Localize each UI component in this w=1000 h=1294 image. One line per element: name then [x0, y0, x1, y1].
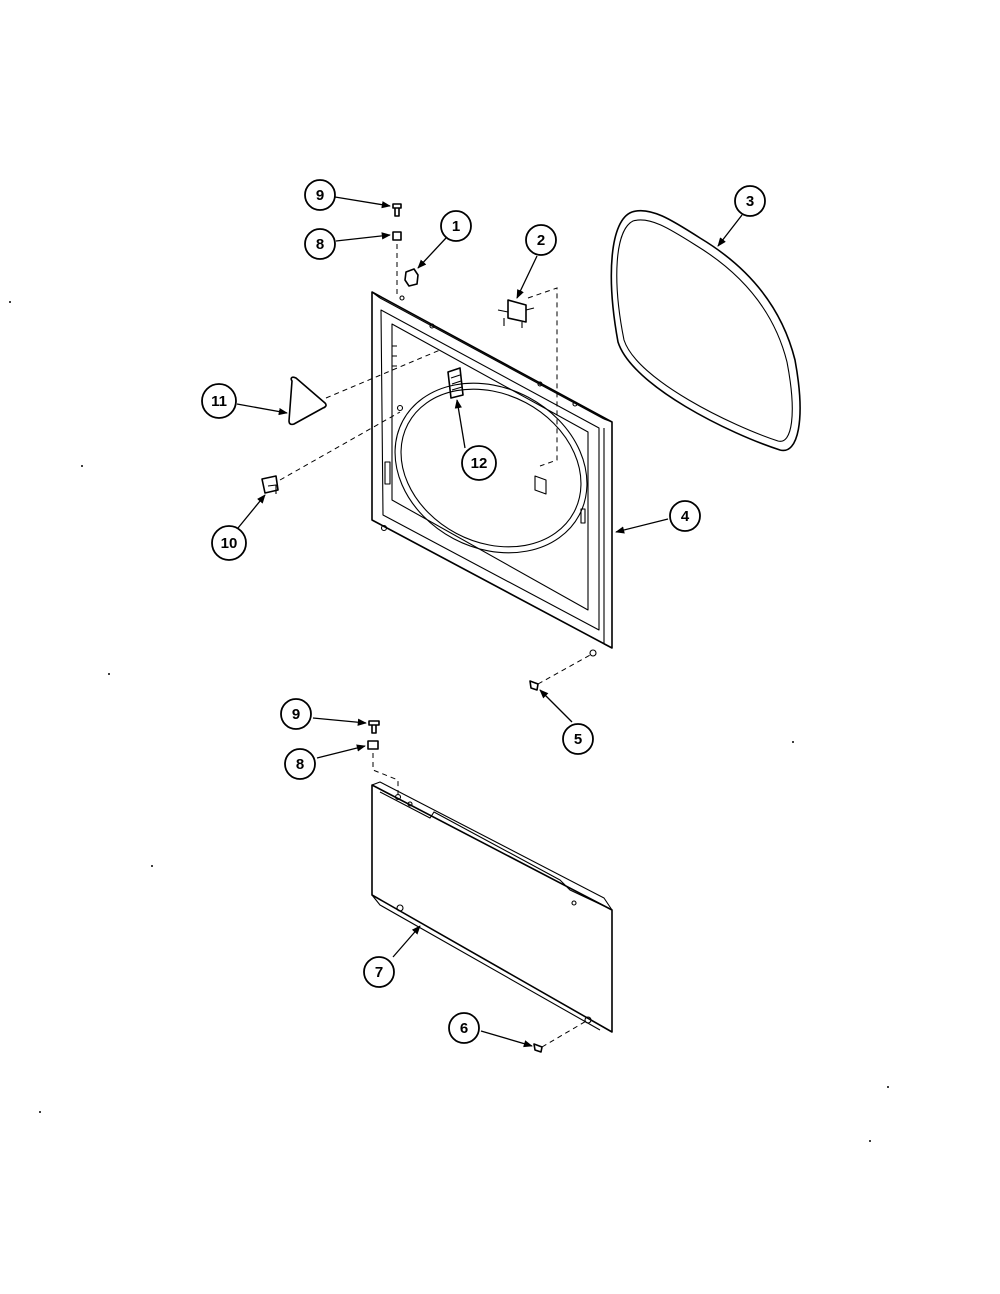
clip-part — [404, 268, 419, 287]
screw-5 — [529, 653, 593, 691]
callout-8-lower: 8 — [284, 748, 316, 780]
svg-text:5: 5 — [574, 731, 582, 748]
callout-6: 6 — [448, 1012, 480, 1044]
callout-5: 5 — [562, 723, 594, 755]
svg-text:3: 3 — [746, 193, 754, 210]
svg-text:12: 12 — [471, 455, 488, 472]
leader-lines — [236, 196, 743, 1048]
scan-specks — [9, 301, 889, 1142]
callout-1: 1 — [440, 210, 472, 242]
callout-7: 7 — [363, 956, 395, 988]
svg-text:2: 2 — [537, 232, 545, 249]
bracket-part — [447, 367, 464, 399]
lower-screw-and-washer — [367, 720, 399, 797]
svg-text:10: 10 — [221, 535, 238, 552]
screw-6 — [533, 1019, 589, 1053]
svg-text:8: 8 — [316, 236, 324, 253]
lower-toe-panel — [371, 781, 613, 1033]
svg-text:4: 4 — [681, 508, 690, 525]
svg-text:1: 1 — [452, 218, 460, 235]
callout-11: 11 — [201, 383, 237, 419]
upper-screw-and-washer — [392, 203, 402, 296]
callout-4: 4 — [669, 500, 701, 532]
callout-10: 10 — [211, 525, 247, 561]
hinge-clip — [261, 411, 401, 494]
callout-12: 12 — [461, 445, 497, 481]
triangle-label — [288, 349, 441, 426]
callout-8-upper: 8 — [304, 228, 336, 260]
door-seal-gasket — [610, 209, 801, 452]
callout-9-lower: 9 — [280, 698, 312, 730]
svg-text:8: 8 — [296, 756, 304, 773]
callout-9-upper: 9 — [304, 179, 336, 211]
door-switch — [497, 287, 558, 467]
svg-text:9: 9 — [316, 187, 324, 204]
svg-text:6: 6 — [460, 1020, 468, 1037]
front-panel-frame — [371, 291, 613, 657]
svg-text:7: 7 — [375, 964, 383, 981]
callout-2: 2 — [525, 224, 557, 256]
callout-3: 3 — [734, 185, 766, 217]
svg-text:11: 11 — [211, 393, 227, 410]
svg-text:9: 9 — [292, 706, 300, 723]
